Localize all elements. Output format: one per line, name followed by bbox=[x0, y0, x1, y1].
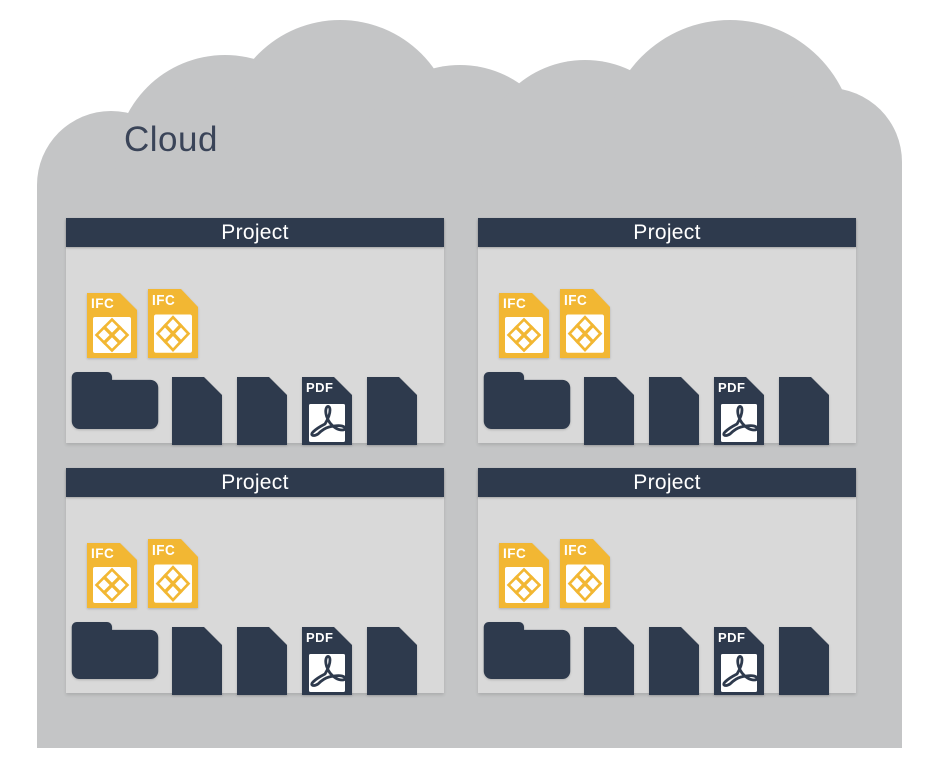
document-icon bbox=[172, 627, 222, 695]
svg-text:PDF: PDF bbox=[306, 380, 334, 395]
project-panel-title: Project bbox=[633, 220, 701, 244]
ifc-file-icon: IFC bbox=[499, 543, 549, 608]
cloud-label: Cloud bbox=[124, 120, 218, 159]
ifc-file-icon: IFC bbox=[87, 543, 137, 608]
document-icon bbox=[649, 377, 699, 445]
pdf-file-icon: PDF bbox=[302, 627, 352, 695]
project-panel-body: IFC IFC bbox=[66, 497, 444, 695]
project-panel-body: IFC IFC bbox=[478, 247, 856, 445]
document-icon bbox=[779, 377, 829, 445]
ifc-file-icon: IFC bbox=[87, 293, 137, 358]
document-icon bbox=[779, 627, 829, 695]
ifc-file-icon: IFC bbox=[560, 289, 610, 358]
project-panel-header: Project bbox=[478, 218, 856, 247]
svg-text:IFC: IFC bbox=[564, 292, 587, 308]
folder-icon bbox=[71, 372, 159, 429]
svg-text:IFC: IFC bbox=[564, 542, 587, 558]
svg-text:IFC: IFC bbox=[152, 542, 175, 558]
ifc-file-icon: IFC bbox=[560, 539, 610, 608]
folder-icon bbox=[71, 622, 159, 679]
ifc-file-icon: IFC bbox=[148, 539, 198, 608]
document-icon bbox=[237, 377, 287, 445]
project-panel-header: Project bbox=[66, 468, 444, 497]
pdf-file-icon: PDF bbox=[302, 377, 352, 445]
project-panel: Project IFC IFC bbox=[478, 468, 856, 695]
project-panel: Project IFC IFC bbox=[478, 218, 856, 445]
folder-icon bbox=[483, 372, 571, 429]
folder-icon bbox=[483, 622, 571, 679]
svg-text:PDF: PDF bbox=[718, 380, 746, 395]
project-panel-header: Project bbox=[478, 468, 856, 497]
svg-text:IFC: IFC bbox=[152, 292, 175, 308]
svg-text:IFC: IFC bbox=[91, 296, 114, 311]
document-icon bbox=[649, 627, 699, 695]
svg-text:PDF: PDF bbox=[718, 630, 746, 645]
project-panel-header: Project bbox=[66, 218, 444, 247]
document-icon bbox=[584, 377, 634, 445]
svg-text:IFC: IFC bbox=[503, 296, 526, 311]
project-panel: Project IFC IFC bbox=[66, 468, 444, 695]
project-panel-body: IFC IFC bbox=[478, 497, 856, 695]
document-icon bbox=[367, 627, 417, 695]
project-panel: Project IFC IFC bbox=[66, 218, 444, 445]
project-panel-title: Project bbox=[221, 220, 289, 244]
pdf-file-icon: PDF bbox=[714, 627, 764, 695]
project-panel-title: Project bbox=[633, 470, 701, 494]
ifc-file-icon: IFC bbox=[499, 293, 549, 358]
pdf-file-icon: PDF bbox=[714, 377, 764, 445]
svg-text:IFC: IFC bbox=[91, 546, 114, 561]
ifc-file-icon: IFC bbox=[148, 289, 198, 358]
svg-text:IFC: IFC bbox=[503, 546, 526, 561]
document-icon bbox=[367, 377, 417, 445]
svg-text:PDF: PDF bbox=[306, 630, 334, 645]
document-icon bbox=[237, 627, 287, 695]
project-panel-title: Project bbox=[221, 470, 289, 494]
document-icon bbox=[172, 377, 222, 445]
document-icon bbox=[584, 627, 634, 695]
project-panel-body: IFC IFC bbox=[66, 247, 444, 445]
